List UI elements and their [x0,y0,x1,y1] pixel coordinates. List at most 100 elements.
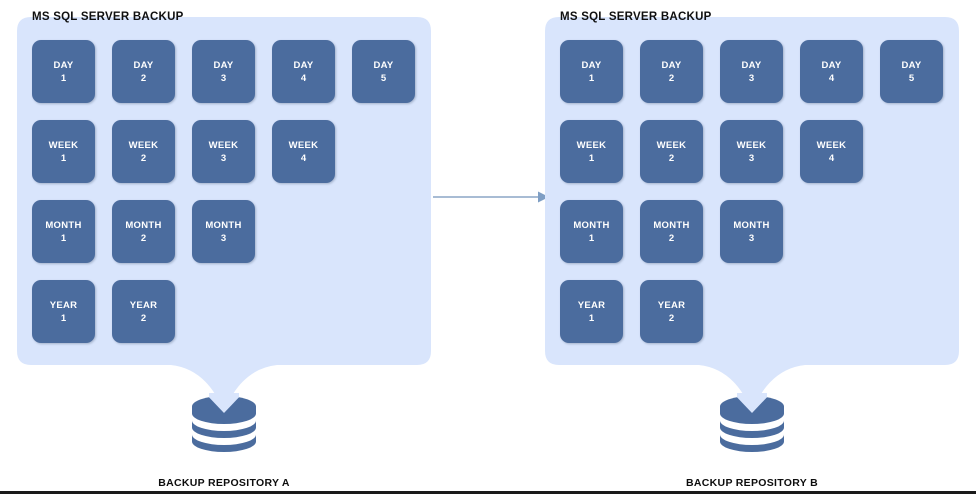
tile-number-label: 3 [220,152,227,164]
retention-tile-grid-b: DAY 1 DAY 2 DAY 3 DAY 4 DAY 5 [560,40,959,360]
tile-unit-label: MONTH [573,219,610,231]
tile-day-4-a[interactable]: DAY 4 [272,40,335,103]
tile-number-label: 2 [668,152,675,164]
tile-unit-label: DAY [821,59,842,71]
tile-unit-label: DAY [373,59,394,71]
tile-unit-label: DAY [213,59,234,71]
tile-number-label: 5 [380,72,387,84]
tile-number-label: 4 [828,72,835,84]
tile-month-1-b[interactable]: MONTH 1 [560,200,623,263]
tile-number-label: 1 [588,152,595,164]
tile-number-label: 1 [588,312,595,324]
tile-number-label: 3 [220,232,227,244]
tile-month-1-a[interactable]: MONTH 1 [32,200,95,263]
tile-month-3-a[interactable]: MONTH 3 [192,200,255,263]
tile-unit-label: DAY [133,59,154,71]
tile-row-year-a: YEAR 1 YEAR 2 [32,280,431,360]
tile-unit-label: WEEK [208,139,239,151]
tile-week-1-a[interactable]: WEEK 1 [32,120,95,183]
tile-unit-label: DAY [293,59,314,71]
tile-year-1-a[interactable]: YEAR 1 [32,280,95,343]
tile-unit-label: WEEK [48,139,79,151]
caption-backup-repository-a: BACKUP REPOSITORY A [158,477,290,489]
tile-unit-label: YEAR [657,299,686,311]
tile-number-label: 3 [748,232,755,244]
tile-number-label: 3 [220,72,227,84]
tile-week-3-a[interactable]: WEEK 3 [192,120,255,183]
tile-number-label: 2 [140,312,147,324]
tile-year-1-b[interactable]: YEAR 1 [560,280,623,343]
tile-day-3-a[interactable]: DAY 3 [192,40,255,103]
tile-unit-label: DAY [581,59,602,71]
caption-backup-repository-b: BACKUP REPOSITORY B [686,477,818,489]
tile-month-2-a[interactable]: MONTH 2 [112,200,175,263]
tile-unit-label: MONTH [45,219,82,231]
tile-unit-label: MONTH [653,219,690,231]
tile-number-label: 4 [828,152,835,164]
tile-week-1-b[interactable]: WEEK 1 [560,120,623,183]
tile-unit-label: DAY [901,59,922,71]
tile-row-month-b: MONTH 1 MONTH 2 MONTH 3 [560,200,959,280]
database-cylinder-icon-a [192,393,256,452]
tile-week-4-a[interactable]: WEEK 4 [272,120,335,183]
tile-number-label: 2 [140,152,147,164]
tile-week-2-a[interactable]: WEEK 2 [112,120,175,183]
tile-number-label: 2 [140,232,147,244]
panel-title-b: MS SQL SERVER BACKUP [560,11,712,23]
tile-year-2-a[interactable]: YEAR 2 [112,280,175,343]
tile-year-2-b[interactable]: YEAR 2 [640,280,703,343]
tile-number-label: 2 [668,312,675,324]
tile-unit-label: DAY [53,59,74,71]
tile-unit-label: YEAR [49,299,78,311]
tile-row-week-a: WEEK 1 WEEK 2 WEEK 3 WEEK 4 [32,120,431,200]
tile-unit-label: MONTH [125,219,162,231]
tile-unit-label: WEEK [736,139,767,151]
tile-unit-label: WEEK [576,139,607,151]
tile-number-label: 1 [588,232,595,244]
tile-unit-label: WEEK [816,139,847,151]
tile-row-year-b: YEAR 1 YEAR 2 [560,280,959,360]
tile-day-2-b[interactable]: DAY 2 [640,40,703,103]
tile-week-3-b[interactable]: WEEK 3 [720,120,783,183]
copy-arrow-connector [433,191,549,203]
tile-week-2-b[interactable]: WEEK 2 [640,120,703,183]
tile-day-1-a[interactable]: DAY 1 [32,40,95,103]
tile-week-4-b[interactable]: WEEK 4 [800,120,863,183]
tile-unit-label: DAY [661,59,682,71]
tile-day-3-b[interactable]: DAY 3 [720,40,783,103]
backup-group-a: MS SQL SERVER BACKUP DAY 1 DAY 2 DAY 3 D… [17,0,431,494]
tile-number-label: 1 [60,312,67,324]
tile-day-1-b[interactable]: DAY 1 [560,40,623,103]
tile-row-day-a: DAY 1 DAY 2 DAY 3 DAY 4 DAY 5 [32,40,431,120]
tile-unit-label: MONTH [733,219,770,231]
tile-unit-label: MONTH [205,219,242,231]
tile-row-week-b: WEEK 1 WEEK 2 WEEK 3 WEEK 4 [560,120,959,200]
tile-unit-label: WEEK [128,139,159,151]
tile-number-label: 2 [668,72,675,84]
tile-number-label: 3 [748,72,755,84]
tile-row-month-a: MONTH 1 MONTH 2 MONTH 3 [32,200,431,280]
tile-unit-label: YEAR [129,299,158,311]
tile-number-label: 1 [588,72,595,84]
tile-day-2-a[interactable]: DAY 2 [112,40,175,103]
tile-row-day-b: DAY 1 DAY 2 DAY 3 DAY 4 DAY 5 [560,40,959,120]
tile-number-label: 1 [60,152,67,164]
tile-number-label: 3 [748,152,755,164]
database-cylinder-icon-b [720,393,784,452]
tile-number-label: 5 [908,72,915,84]
backup-group-b: MS SQL SERVER BACKUP DAY 1 DAY 2 DAY 3 D… [545,0,959,494]
tile-day-4-b[interactable]: DAY 4 [800,40,863,103]
tile-month-2-b[interactable]: MONTH 2 [640,200,703,263]
tile-number-label: 1 [60,232,67,244]
tile-day-5-b[interactable]: DAY 5 [880,40,943,103]
tile-day-5-a[interactable]: DAY 5 [352,40,415,103]
tile-unit-label: DAY [741,59,762,71]
tile-number-label: 2 [140,72,147,84]
tile-unit-label: WEEK [656,139,687,151]
tile-number-label: 2 [668,232,675,244]
tile-unit-label: WEEK [288,139,319,151]
tile-unit-label: YEAR [577,299,606,311]
retention-tile-grid-a: DAY 1 DAY 2 DAY 3 DAY 4 DAY 5 [32,40,431,360]
tile-number-label: 4 [300,152,307,164]
tile-month-3-b[interactable]: MONTH 3 [720,200,783,263]
